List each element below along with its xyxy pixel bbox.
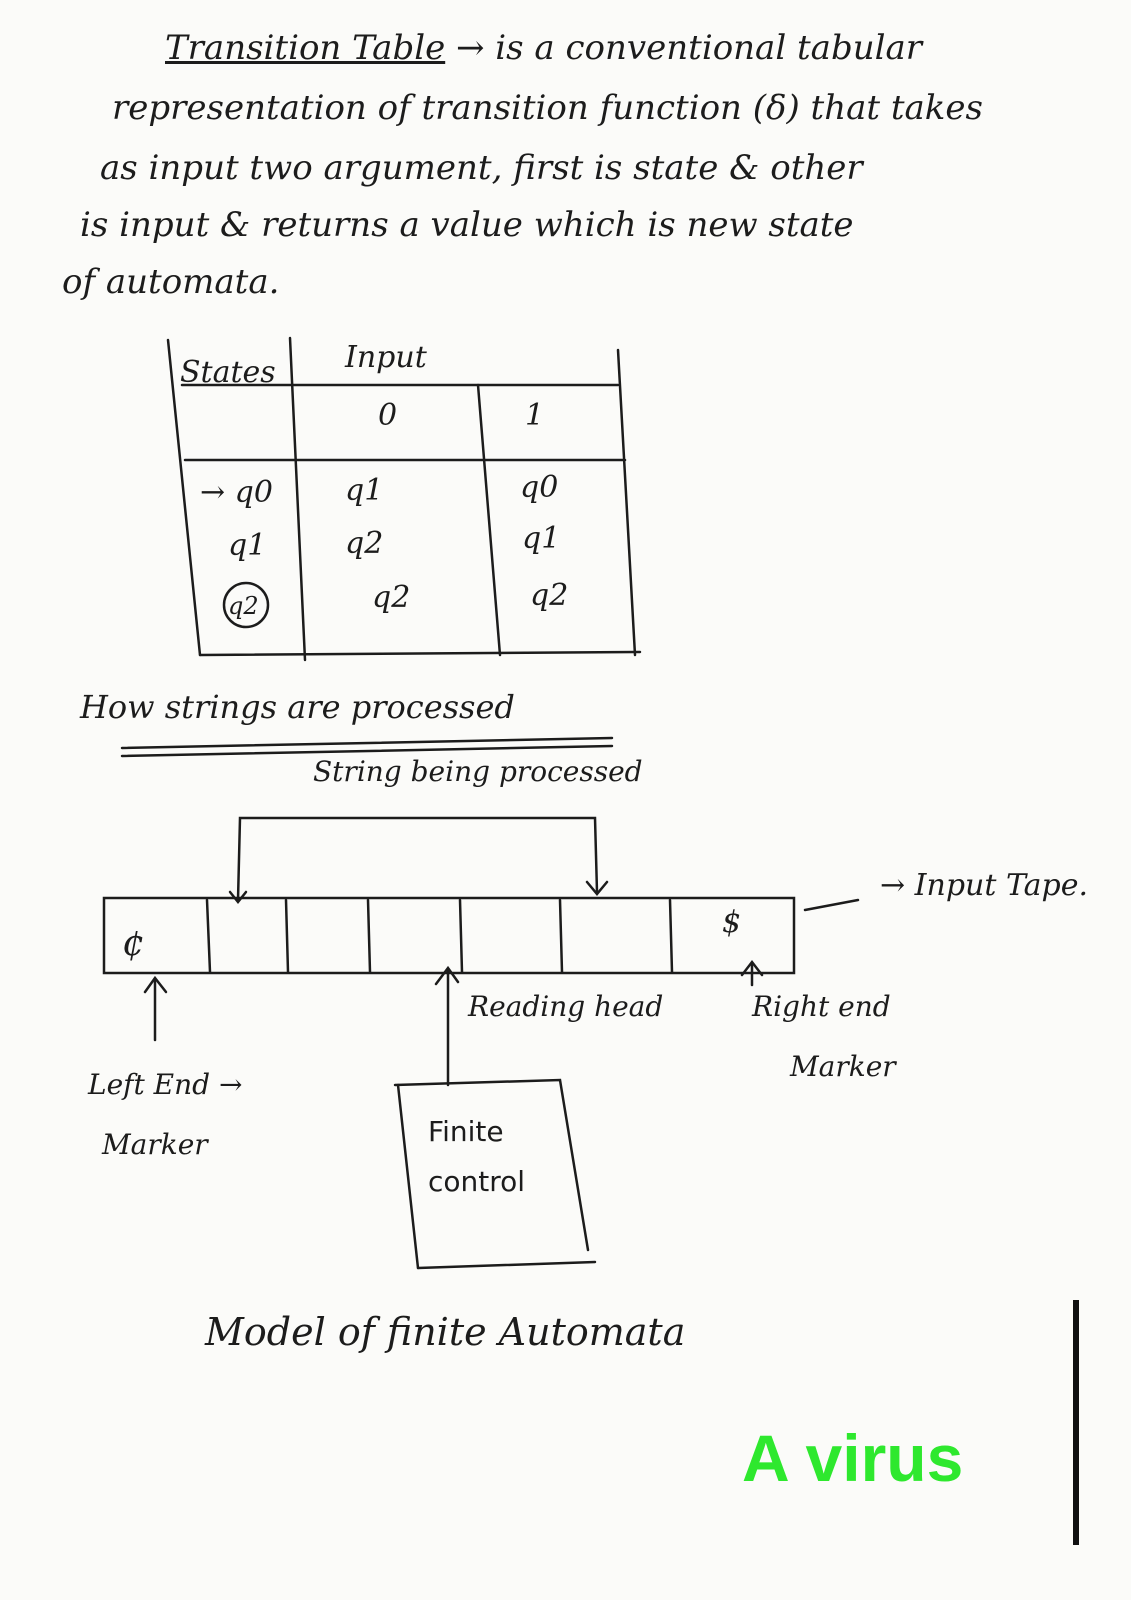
row-1-on-0: q1	[345, 473, 383, 508]
right-marker-label: Marker	[790, 1050, 896, 1083]
tape-divider	[668, 898, 674, 974]
row-2-on-0: q2	[345, 526, 383, 561]
row-2-state: q1	[228, 528, 266, 563]
intro-line-3: as input two argument, first is state & …	[100, 148, 863, 188]
tape-divider	[366, 898, 372, 974]
reading-head-label: Reading head	[468, 990, 664, 1023]
left-end-label: Left End →	[88, 1068, 243, 1101]
left-marker-label: Marker	[102, 1128, 208, 1161]
row-3-on-0: q2	[372, 580, 410, 615]
table-right-border	[616, 348, 637, 657]
bracket-left-arrowhead	[228, 890, 248, 905]
transition-table-heading: Transition Table	[165, 28, 446, 68]
left-marker-arrowhead	[143, 975, 168, 994]
page-edge-bar	[1073, 1300, 1079, 1545]
intro-line-4: is input & returns a value which is new …	[80, 205, 854, 245]
intro-line-1: Transition Table → is a conventional tab…	[165, 28, 922, 68]
table-bottom-line	[198, 650, 642, 657]
input-col-0: 0	[378, 398, 397, 433]
row-3-state: q2	[228, 592, 259, 620]
reading-head-arrowhead	[434, 965, 460, 986]
row-1-on-1: q0	[520, 470, 558, 505]
row-1-state: → q0	[200, 475, 273, 510]
right-end-symbol: $	[722, 905, 741, 940]
final-state-circle	[222, 581, 270, 629]
finite-control-bottom	[416, 1260, 597, 1270]
tape-divider	[458, 898, 464, 974]
row-3-on-1: q2	[530, 578, 568, 613]
bracket-right-arrowhead	[585, 880, 609, 896]
section-underline-2	[120, 744, 614, 758]
states-header: States	[180, 355, 276, 390]
input-col-1: 1	[525, 398, 544, 433]
table-left-border	[166, 338, 202, 657]
intro-line-5: of automata.	[62, 262, 280, 302]
left-end-symbol: ¢	[122, 923, 145, 964]
string-bracket	[236, 816, 599, 902]
intro-line-1-rest: → is a conventional tabular	[445, 28, 922, 68]
right-marker-arrowhead	[740, 959, 764, 977]
figure-caption: Model of finite Automata	[205, 1310, 686, 1354]
finite-control-label-1: Finite	[428, 1115, 504, 1148]
tape-divider	[284, 898, 290, 974]
finite-control-top-right	[393, 1078, 590, 1252]
input-tape-label: → Input Tape.	[880, 868, 1089, 903]
tape-divider	[558, 898, 564, 974]
row-2-on-1: q1	[522, 521, 560, 556]
input-header: Input	[344, 340, 428, 375]
section-title: How strings are processed	[80, 688, 515, 726]
string-being-processed-label: String being processed	[313, 755, 643, 788]
watermark-text: A virus	[742, 1421, 964, 1495]
finite-control-label-2: control	[428, 1165, 526, 1198]
table-states-divider	[288, 336, 307, 662]
table-input-divider	[476, 383, 502, 657]
section-underline-1	[120, 736, 614, 750]
tape-divider	[205, 898, 212, 974]
right-end-label: Right end	[752, 990, 891, 1023]
input-tape-arrow	[803, 898, 860, 912]
finite-control-left	[396, 1083, 420, 1270]
intro-line-2: representation of transition function (δ…	[112, 88, 983, 128]
